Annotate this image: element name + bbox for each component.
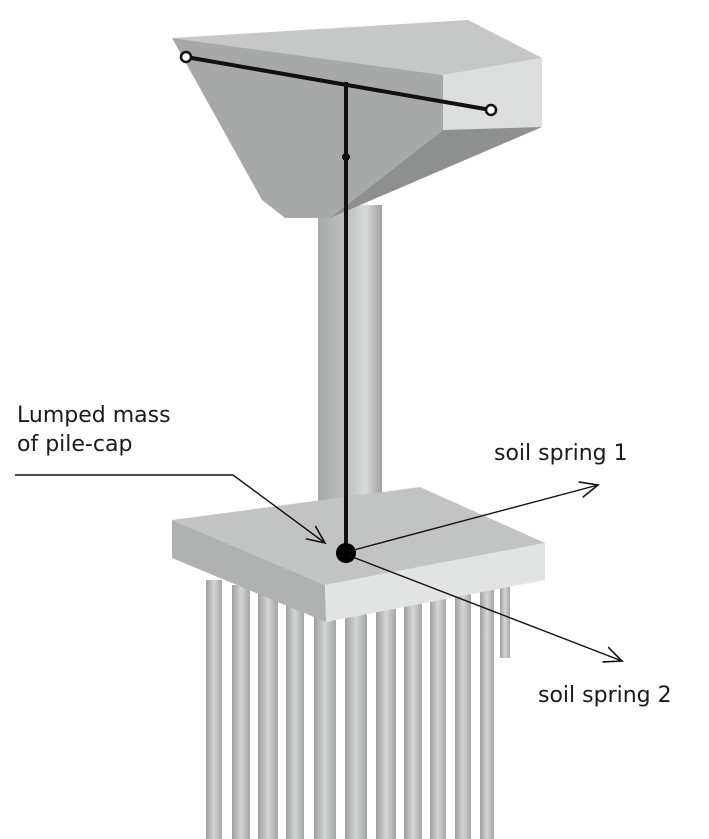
pier-head [172, 20, 542, 218]
pier-column [318, 205, 382, 525]
pile [345, 605, 367, 839]
pile [430, 590, 446, 839]
annotations [15, 474, 622, 661]
pile [206, 580, 222, 839]
node-icon [179, 50, 193, 64]
lumped-mass-label-line-2: of pile-cap [17, 431, 133, 457]
pile [480, 580, 494, 839]
lumped-mass-label-line-1: Lumped mass [17, 403, 171, 428]
pile [232, 585, 250, 839]
soil-spring-1-label: soil spring 1 [494, 441, 628, 466]
soil-spring-1-arrow [349, 485, 598, 552]
node-icon [342, 153, 350, 161]
pile [500, 578, 510, 658]
pile [258, 590, 278, 839]
pile-group [206, 578, 510, 839]
pile [455, 585, 471, 839]
pile [404, 595, 422, 839]
lumped-mass-node [336, 543, 356, 563]
line-model [179, 50, 498, 563]
pile [286, 598, 304, 839]
soil-spring-2-arrow [349, 555, 622, 661]
pile [314, 605, 336, 839]
lumped-mass-label: Lumped mass of pile-cap [17, 402, 171, 459]
pile [376, 600, 396, 839]
cap-beam-element [185, 55, 492, 112]
node-icon [484, 103, 498, 117]
lumped-mass-leader-arrow [232, 474, 325, 543]
soil-spring-2-label: soil spring 2 [538, 683, 672, 708]
pile-cap [172, 487, 545, 622]
